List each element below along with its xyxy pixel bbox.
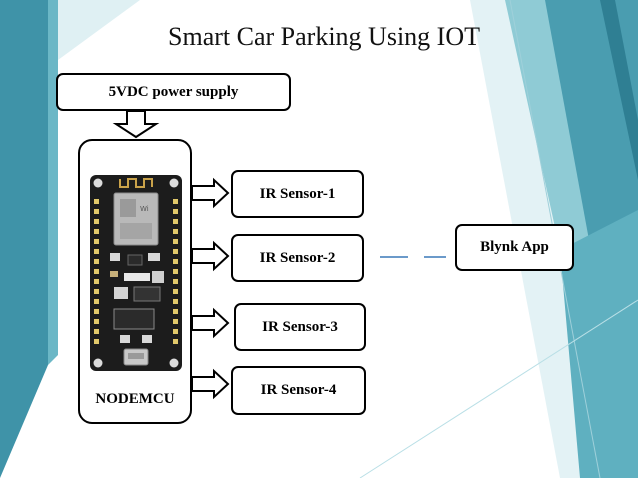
ir-sensor-3-box: IR Sensor-3 — [234, 303, 366, 351]
ir-sensor-2-label: IR Sensor-2 — [259, 249, 336, 266]
power-supply-label: 5VDC power supply — [108, 83, 239, 100]
ir-sensor-2-box: IR Sensor-2 — [231, 234, 364, 282]
power-down-arrow — [112, 110, 160, 139]
thin-diagonal-line-2 — [359, 299, 638, 478]
ir-sensor-1-box: IR Sensor-1 — [231, 170, 364, 218]
ir-sensor-1-label: IR Sensor-1 — [259, 185, 336, 202]
ir-sensor-4-label: IR Sensor-4 — [260, 382, 337, 398]
right-stripe-facet — [600, 0, 638, 180]
nodemcu-label: NODEMCU — [95, 391, 175, 407]
blynk-app-box: Blynk App — [455, 224, 574, 271]
ir-sensor-3-label: IR Sensor-3 — [262, 318, 338, 335]
left-teal-stripe — [48, 0, 58, 365]
right-bottom-facet — [560, 210, 638, 478]
top-light-wedge — [58, 0, 140, 60]
arrow-to-sensor-4 — [191, 368, 230, 400]
ir-sensor-4-box: IR Sensor-4 — [231, 366, 366, 415]
arrow-to-sensor-2 — [191, 240, 230, 272]
svg-text:Wi: Wi — [140, 205, 149, 213]
nodemcu-board-image: Wi — [90, 175, 182, 371]
left-teal-panel — [0, 0, 48, 478]
arrow-to-sensor-3 — [191, 307, 230, 339]
slide-title: Smart Car Parking Using IOT — [168, 22, 480, 51]
power-supply-box: 5VDC power supply — [56, 73, 291, 111]
blynk-app-label: Blynk App — [480, 239, 549, 255]
nodemcu-container: Wi NODEMCU — [78, 139, 192, 424]
arrow-to-sensor-1 — [191, 177, 230, 209]
